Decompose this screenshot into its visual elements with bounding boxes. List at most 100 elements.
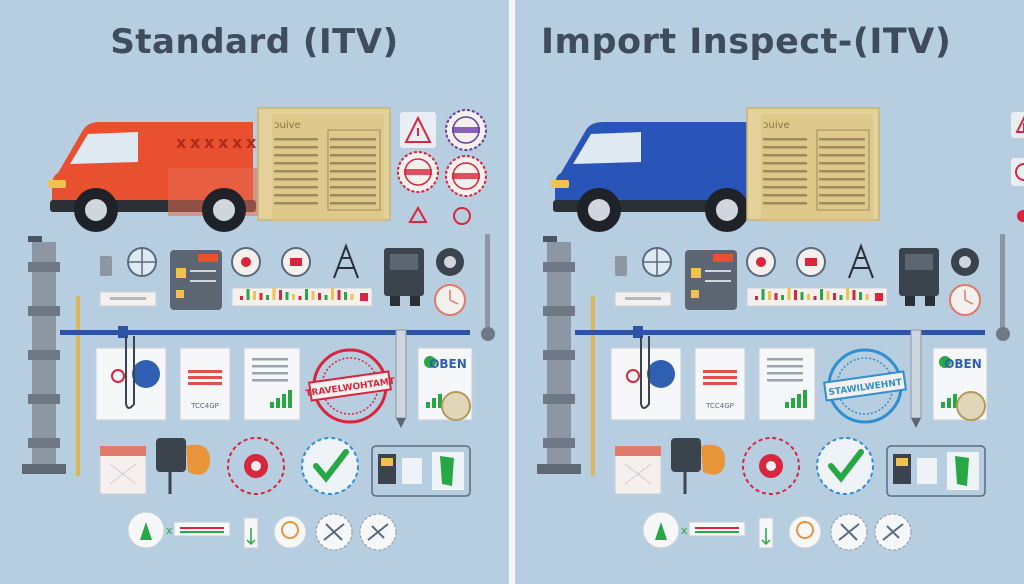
document-box — [816, 129, 870, 211]
coin-icon — [956, 391, 986, 421]
meter-bar — [820, 289, 823, 300]
panel-title: Import Inspect-(ITV) — [541, 22, 952, 62]
pillar-base — [537, 464, 581, 474]
label-line — [625, 297, 661, 300]
compass-needle — [838, 523, 860, 541]
icon-grid — [397, 109, 487, 225]
compass-needle — [882, 523, 904, 541]
tablet-line — [705, 270, 731, 272]
scale-line — [180, 527, 224, 529]
blue-pipe — [60, 330, 470, 335]
meter-bar — [240, 296, 243, 300]
van-mark: x — [232, 133, 243, 152]
card-bar — [432, 398, 436, 408]
meter-bar — [324, 295, 328, 300]
document-line — [330, 178, 376, 181]
meter-bar — [266, 295, 269, 300]
warning-icon — [404, 115, 432, 143]
nozzle-icon — [615, 256, 627, 276]
pipe-icon — [22, 236, 66, 474]
machine-wheel — [925, 296, 935, 306]
tube-arrow — [761, 528, 771, 546]
document-line — [330, 154, 376, 157]
stamp-icon: TRAVELWOHTAMT — [305, 348, 396, 424]
target-icon — [453, 207, 471, 225]
machine-wheel — [390, 296, 400, 306]
battery-cross — [109, 463, 137, 485]
document-icon: ↄuive — [746, 107, 880, 222]
battery-top — [615, 446, 661, 456]
wheel-hub — [85, 199, 107, 221]
clock-mark — [290, 258, 302, 266]
warning-icon-mark — [417, 128, 419, 136]
pillar-joint — [543, 262, 575, 272]
meter-strip — [746, 287, 888, 307]
tile — [1011, 158, 1024, 186]
warning-icon — [408, 205, 428, 223]
card-label: OBEN — [429, 357, 467, 371]
pillar-joint — [543, 350, 575, 360]
gear-ring — [742, 437, 800, 495]
icon-grid — [1011, 112, 1024, 222]
meter-bar — [813, 296, 817, 300]
card-bar — [438, 394, 442, 408]
tablet-line — [190, 270, 216, 272]
card-emblem — [424, 356, 436, 368]
pillar-joint — [28, 394, 60, 404]
document-line — [763, 194, 807, 197]
document-line — [763, 146, 807, 149]
meter-bar — [755, 296, 758, 300]
hand-icon — [186, 444, 211, 475]
clock-hands — [964, 290, 974, 305]
pillar-joint — [28, 306, 60, 316]
pillar-joint — [543, 306, 575, 316]
meter-bar — [331, 288, 334, 300]
document-line — [763, 202, 807, 205]
document-line — [819, 154, 865, 157]
van-mark: x — [190, 133, 201, 152]
compass-needle — [323, 523, 345, 541]
document-line — [763, 162, 807, 165]
gear-badge-core — [959, 256, 971, 268]
meter-bar — [259, 293, 263, 300]
card-bar — [941, 402, 945, 408]
blue-pipe — [575, 330, 985, 335]
tablet-bar — [691, 290, 699, 298]
pillar-base — [22, 464, 66, 474]
document-line — [763, 170, 807, 173]
form-line — [188, 382, 222, 385]
van-mark: x — [176, 133, 187, 152]
clock-hands — [449, 290, 459, 305]
document-line — [819, 170, 865, 173]
meter-bar — [279, 290, 282, 300]
document-logo: ↄuive — [274, 120, 301, 131]
seal-icon-band — [452, 173, 480, 179]
meter-stop — [360, 293, 368, 301]
wheel-hub — [213, 199, 235, 221]
van-mark: x — [246, 133, 257, 152]
machine-wheel — [410, 296, 420, 306]
document-line — [819, 162, 865, 165]
probe-cable — [640, 336, 650, 409]
card-bar — [426, 402, 430, 408]
rod-knob — [996, 327, 1010, 341]
document-line — [274, 154, 318, 157]
camera-icon — [671, 438, 701, 472]
document-line — [274, 170, 318, 173]
chart-doc-line — [252, 365, 288, 368]
seal-icon-band — [452, 127, 480, 133]
meter-bar — [794, 290, 797, 300]
meter-bar — [768, 291, 771, 300]
tablet-bar — [691, 268, 701, 278]
badge-icon — [273, 515, 307, 549]
document-line — [274, 194, 318, 197]
map-shape — [955, 456, 969, 486]
sensor-arrow — [140, 522, 152, 540]
clock-mark — [805, 258, 817, 266]
tool-row — [99, 437, 471, 497]
van-icon — [551, 122, 759, 232]
tablet-line — [705, 280, 731, 282]
